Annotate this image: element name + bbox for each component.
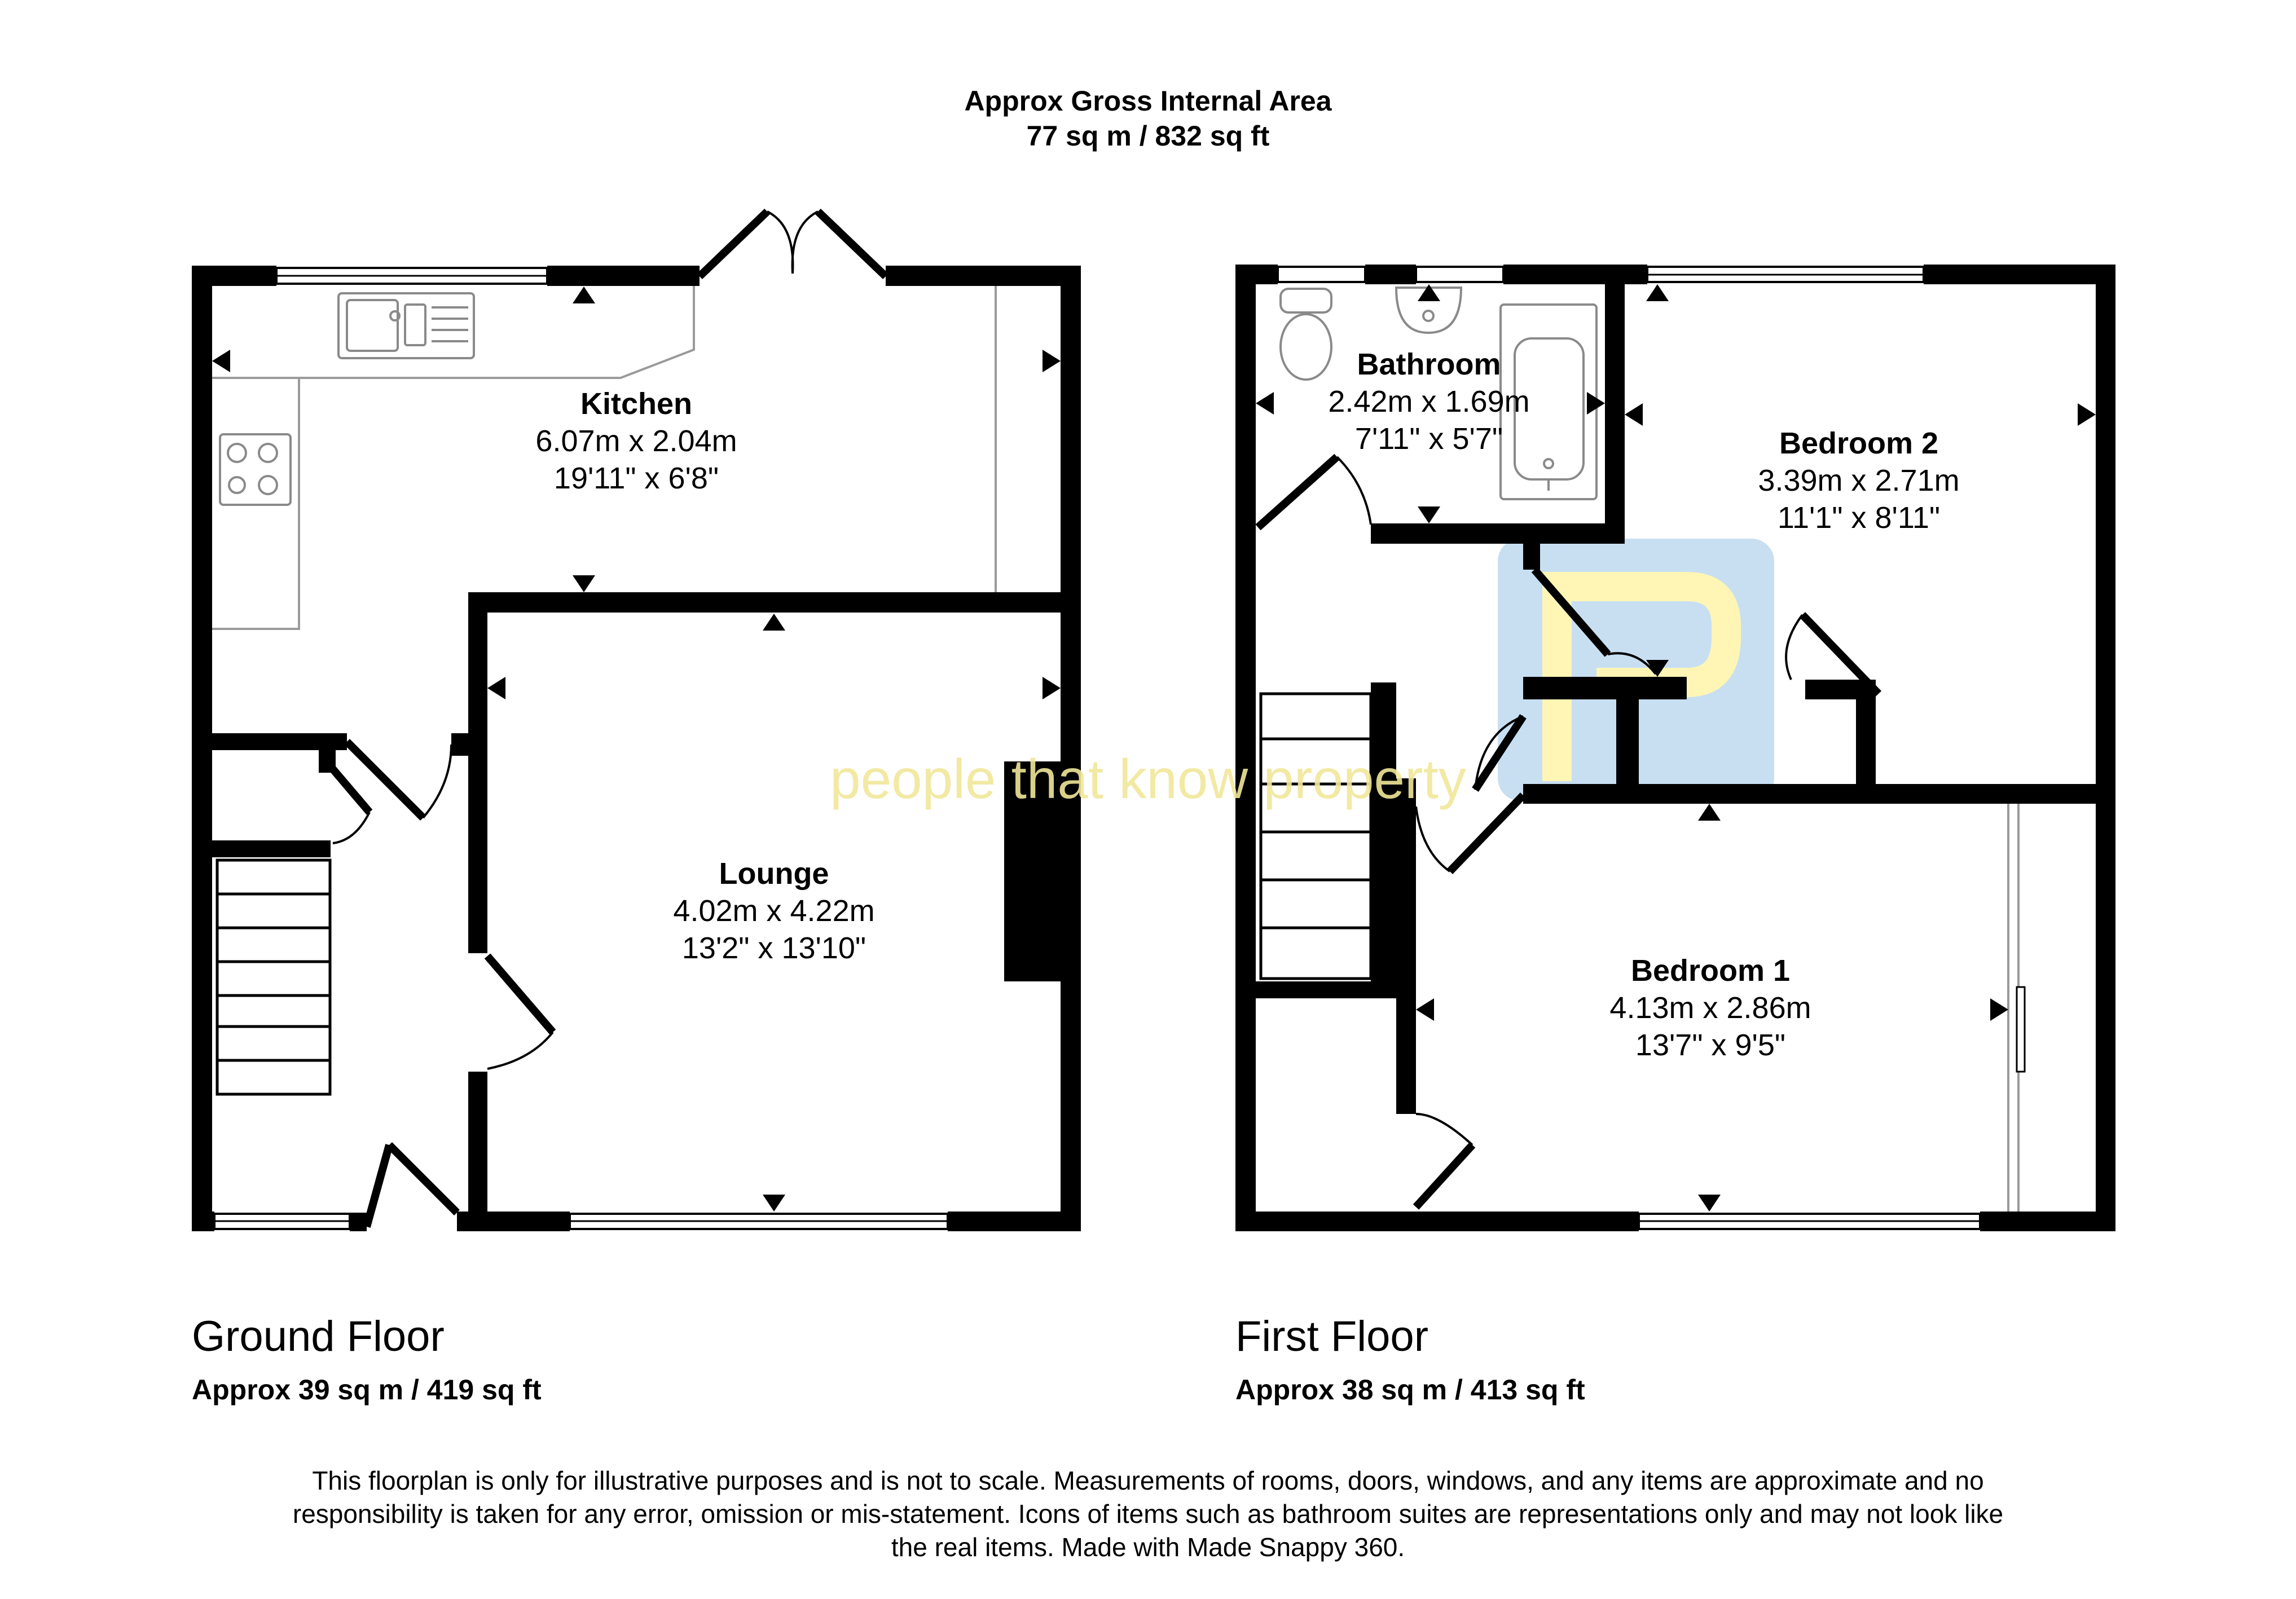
room-name: Bedroom 2 (1779, 426, 1939, 460)
ground-floor-plan (192, 208, 1081, 1231)
gross-area-title: Approx Gross Internal Area (964, 85, 1332, 117)
room-name: Bathroom (1357, 347, 1501, 381)
ground-floor-title: Ground Floor (192, 1312, 445, 1360)
room-metric: 2.42m x 1.69m (1328, 385, 1530, 419)
room-name: Bedroom 1 (1630, 954, 1791, 988)
watermark-tagline: people that know property (830, 748, 1466, 810)
hob-icon (219, 433, 292, 506)
room-label-kitchen: Kitchen 6.07m x 2.04m 19'11" x 6'8" (535, 385, 737, 497)
ground-floor-area: Approx 39 sq m / 419 sq ft (192, 1374, 542, 1406)
gross-area-value: 77 sq m / 832 sq ft (1026, 120, 1270, 152)
first-floor-plan (1235, 265, 2115, 1231)
sink-icon (337, 292, 475, 359)
room-imperial: 11'1" x 8'11" (1777, 501, 1941, 535)
room-metric: 3.39m x 2.71m (1758, 464, 1960, 497)
room-label-bedroom-1: Bedroom 1 4.13m x 2.86m 13'7" x 9'5" (1609, 952, 1811, 1064)
first-floor-title: First Floor (1235, 1312, 1428, 1360)
gross-area-block: Approx Gross Internal Area 77 sq m / 832… (964, 83, 1331, 153)
room-imperial: 13'7" x 9'5" (1635, 1028, 1786, 1062)
room-metric: 4.13m x 2.86m (1609, 991, 1811, 1025)
room-label-bathroom: Bathroom 2.42m x 1.69m 7'11" x 5'7" (1328, 346, 1529, 457)
disclaimer-text: This floorplan is only for illustrative … (292, 1466, 2004, 1562)
basin-icon (1395, 287, 1463, 334)
toilet-icon (1279, 288, 1332, 381)
first-floor-area: Approx 38 sq m / 413 sq ft (1235, 1374, 1585, 1406)
room-imperial: 13'2" x 13'10" (681, 931, 867, 965)
room-imperial: 19'11" x 6'8" (553, 461, 719, 495)
room-metric: 6.07m x 2.04m (535, 424, 737, 458)
room-label-lounge: Lounge 4.02m x 4.22m 13'2" x 13'10" (673, 855, 874, 967)
room-name: Kitchen (580, 387, 693, 421)
room-name: Lounge (719, 857, 829, 891)
room-metric: 4.02m x 4.22m (673, 894, 875, 928)
room-imperial: 7'11" x 5'7" (1354, 422, 1503, 456)
room-label-bedroom-2: Bedroom 2 3.39m x 2.71m 11'1" x 8'11" (1758, 425, 1959, 536)
